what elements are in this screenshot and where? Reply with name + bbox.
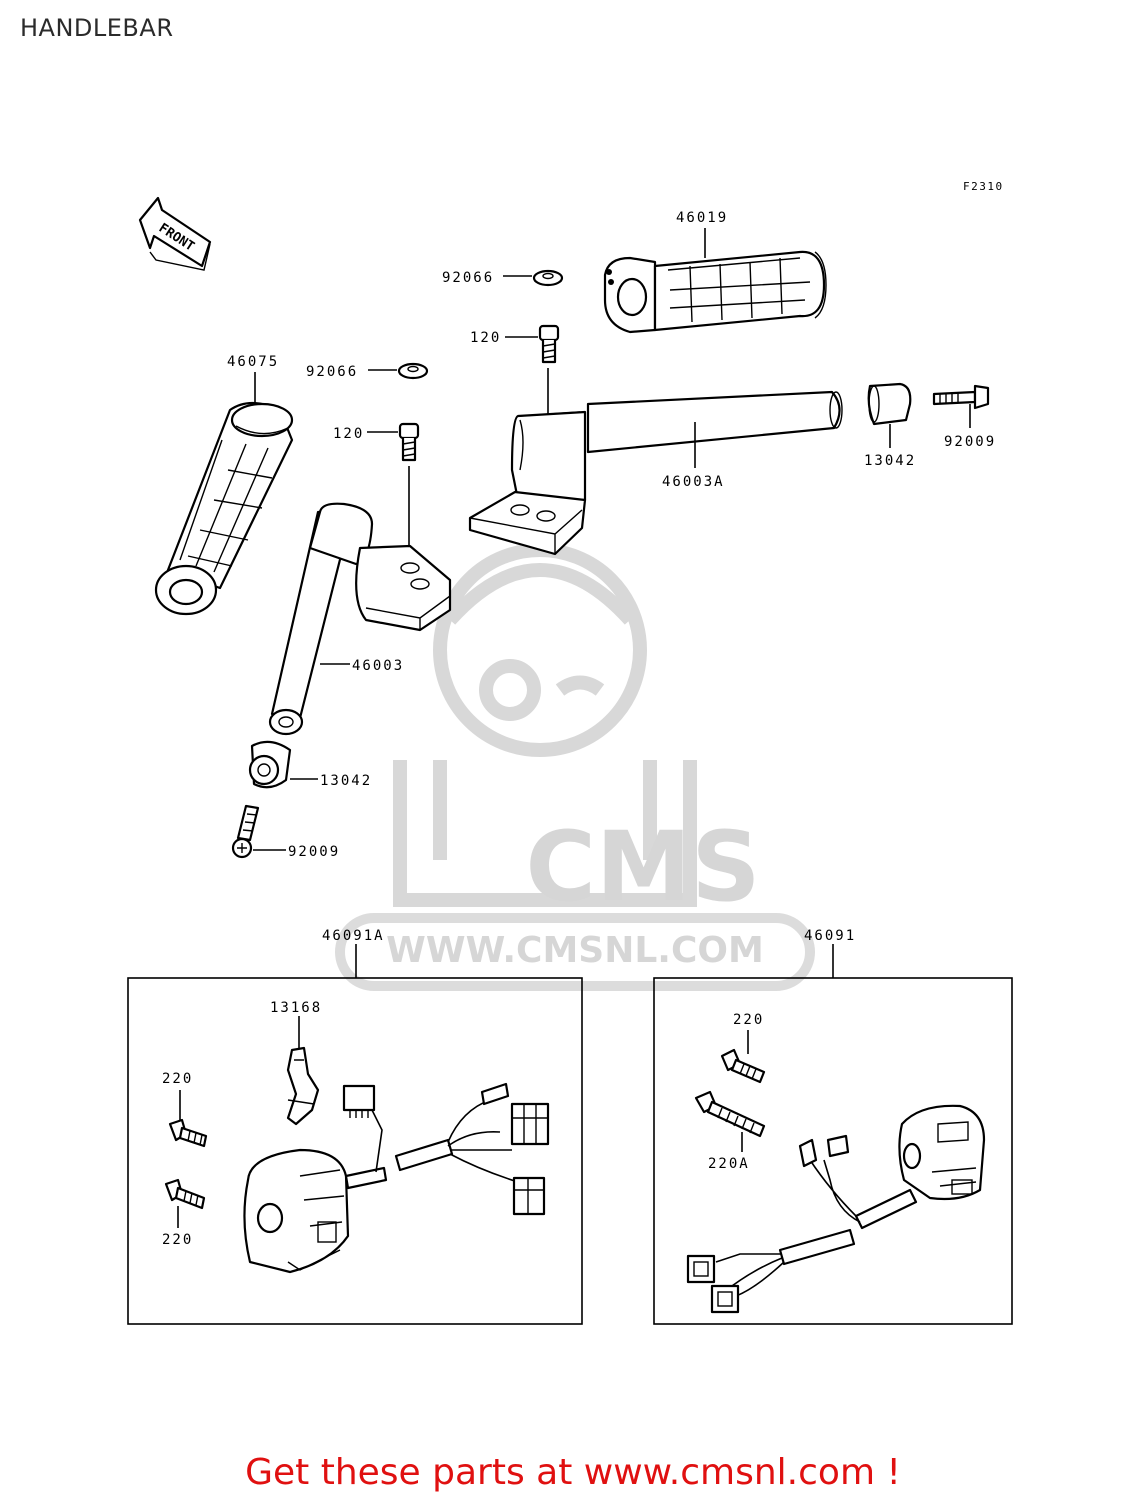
handlebar-46003A: [468, 390, 843, 556]
screw-92009-left: [231, 804, 260, 859]
handlebar-46003: [268, 502, 452, 736]
right-switch-harness: [686, 1134, 918, 1314]
label-46019: 46019: [676, 210, 728, 226]
figure-code: F2310: [963, 180, 1004, 193]
label-13042-left: 13042: [320, 773, 372, 789]
label-13042-right: 13042: [864, 453, 916, 469]
label-46003A: 46003A: [662, 474, 725, 490]
label-46075: 46075: [227, 354, 279, 370]
footer-cta[interactable]: Get these parts at www.cmsnl.com !: [245, 1452, 901, 1493]
label-220-b: 220: [162, 1232, 193, 1248]
label-220-a: 220: [162, 1071, 193, 1087]
label-120-right: 120: [470, 330, 501, 346]
left-grip-46075: [154, 401, 294, 616]
lever-13168: [286, 1046, 320, 1126]
label-92066-right: 92066: [442, 270, 494, 286]
label-46091A: 46091A: [322, 928, 385, 944]
watermark-url: WWW.CMSNL.COM: [386, 930, 764, 971]
cms-watermark: CMS WWW.CMSNL.COM: [335, 543, 815, 991]
right-switch-housing: [898, 1104, 986, 1201]
bolt-220A: [694, 1090, 766, 1138]
label-92009-right: 92009: [944, 434, 996, 450]
label-46091: 46091: [804, 928, 856, 944]
bolt-220-c: [720, 1048, 766, 1084]
bolt-120-right: [538, 324, 560, 364]
label-13168: 13168: [270, 1000, 322, 1016]
washer-92066-left: [397, 362, 429, 380]
bar-end-weight-13042-left: [248, 740, 292, 789]
bolt-220-b: [164, 1178, 206, 1210]
left-switch-housing: [243, 1148, 350, 1274]
label-92009-left: 92009: [288, 844, 340, 860]
page-title: HANDLEBAR: [20, 14, 174, 42]
bolt-120-left: [398, 422, 420, 462]
right-grip-46019: [603, 250, 827, 334]
label-220-c: 220: [733, 1012, 764, 1028]
bar-end-weight-13042-right: [867, 382, 912, 426]
label-120-left: 120: [333, 426, 364, 442]
left-switch-harness: [342, 1082, 550, 1216]
watermark-brand: CMS: [525, 811, 760, 923]
washer-92066-right: [532, 269, 564, 287]
front-arrow-icon: FRONT: [138, 196, 212, 271]
bolt-220-a: [168, 1118, 208, 1148]
screw-92009-right: [932, 384, 990, 410]
switch-box-right: [653, 977, 1013, 1325]
switch-box-left: [127, 977, 583, 1325]
label-220A: 220A: [708, 1156, 750, 1172]
label-92066-left: 92066: [306, 364, 358, 380]
label-46003: 46003: [352, 658, 404, 674]
